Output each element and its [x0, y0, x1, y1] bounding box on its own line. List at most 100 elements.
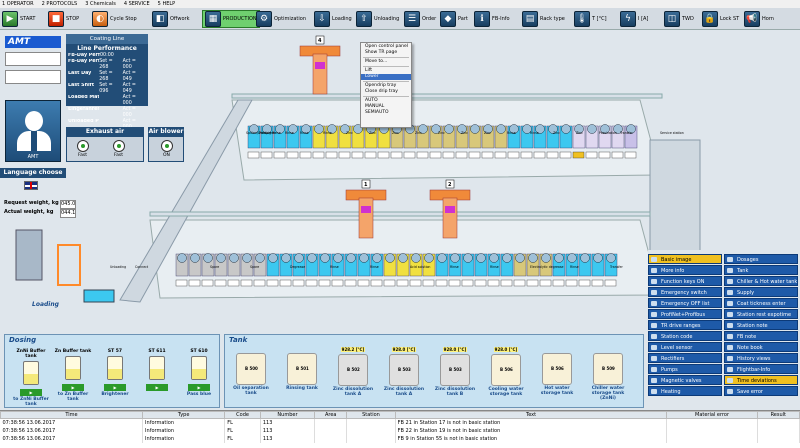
station-number-box[interactable]	[533, 151, 546, 159]
flightbar-icon[interactable]	[470, 124, 480, 134]
nav-button[interactable]: Tank	[724, 265, 798, 275]
context-menu-item[interactable]: Open control panel	[365, 44, 408, 49]
nav-button[interactable]: Time deviations	[724, 375, 798, 385]
flightbar-icon[interactable]	[307, 253, 317, 263]
station-number-box[interactable]	[383, 279, 396, 287]
flightbar-icon[interactable]	[574, 124, 584, 134]
flightbar-icon[interactable]	[561, 124, 571, 134]
station-number-box[interactable]	[572, 151, 585, 159]
context-menu-item[interactable]: Move to...	[365, 59, 388, 64]
station-number-box[interactable]	[286, 151, 299, 159]
flightbar-icon[interactable]	[359, 253, 369, 263]
station-number-box[interactable]	[565, 279, 578, 287]
flightbar-icon[interactable]	[268, 253, 278, 263]
station-number-box[interactable]	[468, 151, 481, 159]
dosing-item[interactable]: ST 57▶Brightener	[95, 349, 135, 397]
station-number-box[interactable]	[494, 151, 507, 159]
station-number-box[interactable]	[227, 279, 240, 287]
station-number-box[interactable]	[370, 279, 383, 287]
nav-button[interactable]: Note book	[724, 342, 798, 352]
station-number-box[interactable]	[318, 279, 331, 287]
flightbar-icon[interactable]	[346, 253, 356, 263]
nav-button[interactable]: Emergency switch	[648, 287, 722, 297]
flightbar-icon[interactable]	[437, 253, 447, 263]
toolbar-button-12[interactable]: 🌡T [°C]	[574, 10, 607, 28]
station-number-box[interactable]	[539, 279, 552, 287]
menu-item-2[interactable]: 3 Chemicals	[85, 1, 116, 7]
nav-button[interactable]: Coat tickness enter	[724, 298, 798, 308]
flightbar-icon[interactable]	[548, 124, 558, 134]
toolbar-button-9[interactable]: ◆Part	[440, 10, 468, 28]
flightbar-icon[interactable]	[340, 124, 350, 134]
station-number-box[interactable]	[409, 279, 422, 287]
nav-button[interactable]: Supply	[724, 287, 798, 297]
flightbar-icon[interactable]	[242, 253, 252, 263]
station-number-box[interactable]	[240, 279, 253, 287]
station-number-box[interactable]	[546, 151, 559, 159]
flightbar-icon[interactable]	[385, 253, 395, 263]
log-column-header[interactable]: Code	[224, 411, 261, 419]
uk-flag-icon[interactable]	[24, 181, 38, 190]
station-number-box[interactable]	[260, 151, 273, 159]
exhaust-fan-2-icon[interactable]	[113, 140, 125, 152]
flightbar-icon[interactable]	[281, 253, 291, 263]
station-number-box[interactable]	[214, 279, 227, 287]
station-number-box[interactable]	[474, 279, 487, 287]
flightbar-icon[interactable]	[567, 253, 577, 263]
toolbar-button-11[interactable]: ▤Rack type	[522, 10, 565, 28]
station-number-box[interactable]	[513, 279, 526, 287]
menu-item-0[interactable]: 1 OPERATOR	[2, 1, 34, 7]
station-number-box[interactable]	[312, 151, 325, 159]
nav-button[interactable]: Level sensor	[648, 342, 722, 352]
flightbar-icon[interactable]	[626, 124, 636, 134]
toolbar-button-3[interactable]: ◧Offwork	[152, 10, 189, 28]
log-column-header[interactable]: Number	[259, 411, 316, 419]
station-number-box[interactable]	[305, 279, 318, 287]
toolbar-button-4[interactable]: ▦PRODUCTION	[202, 10, 260, 28]
dosing-item[interactable]: ST 610▶Pass blue	[179, 349, 219, 397]
nav-button[interactable]: FB note	[724, 331, 798, 341]
station-number-box[interactable]	[591, 279, 604, 287]
hoist-frame[interactable]	[15, 229, 43, 281]
flightbar-icon[interactable]	[457, 124, 467, 134]
flightbar-icon[interactable]	[444, 124, 454, 134]
station-number-box[interactable]	[422, 279, 435, 287]
flightbar-icon[interactable]	[333, 253, 343, 263]
station-number-box[interactable]	[442, 151, 455, 159]
context-menu-item[interactable]: MANUAL	[365, 104, 385, 109]
station-number-box[interactable]	[487, 279, 500, 287]
station-number-box[interactable]	[585, 151, 598, 159]
flightbar-icon[interactable]	[535, 124, 545, 134]
station-number-box[interactable]	[266, 279, 279, 287]
flightbar-icon[interactable]	[528, 253, 538, 263]
dosing-item[interactable]: ST 611▶	[137, 349, 177, 392]
flightbar-icon[interactable]	[418, 124, 428, 134]
station-number-box[interactable]	[435, 279, 448, 287]
flightbar-icon[interactable]	[541, 253, 551, 263]
station-number-box[interactable]	[559, 151, 572, 159]
station-number-box[interactable]	[201, 279, 214, 287]
flightbar-icon[interactable]	[463, 253, 473, 263]
toolbar-button-6[interactable]: ⇩Loading	[314, 10, 352, 28]
flightbar-icon[interactable]	[587, 124, 597, 134]
nav-button[interactable]: Station rest expotime	[724, 309, 798, 319]
station-number-box[interactable]	[416, 151, 429, 159]
crane-2[interactable]: 1	[345, 179, 387, 239]
flightbar-icon[interactable]	[411, 253, 421, 263]
context-menu-item[interactable]: Show TR page	[365, 50, 398, 55]
flightbar-icon[interactable]	[262, 124, 272, 134]
context-menu-item[interactable]: Opendrip tray	[365, 83, 397, 88]
flightbar-icon[interactable]	[483, 124, 493, 134]
station-number-box[interactable]	[292, 279, 305, 287]
flightbar-icon[interactable]	[489, 253, 499, 263]
nav-button[interactable]: More info	[648, 265, 722, 275]
station-number-box[interactable]	[611, 151, 624, 159]
station-number-box[interactable]	[247, 151, 260, 159]
